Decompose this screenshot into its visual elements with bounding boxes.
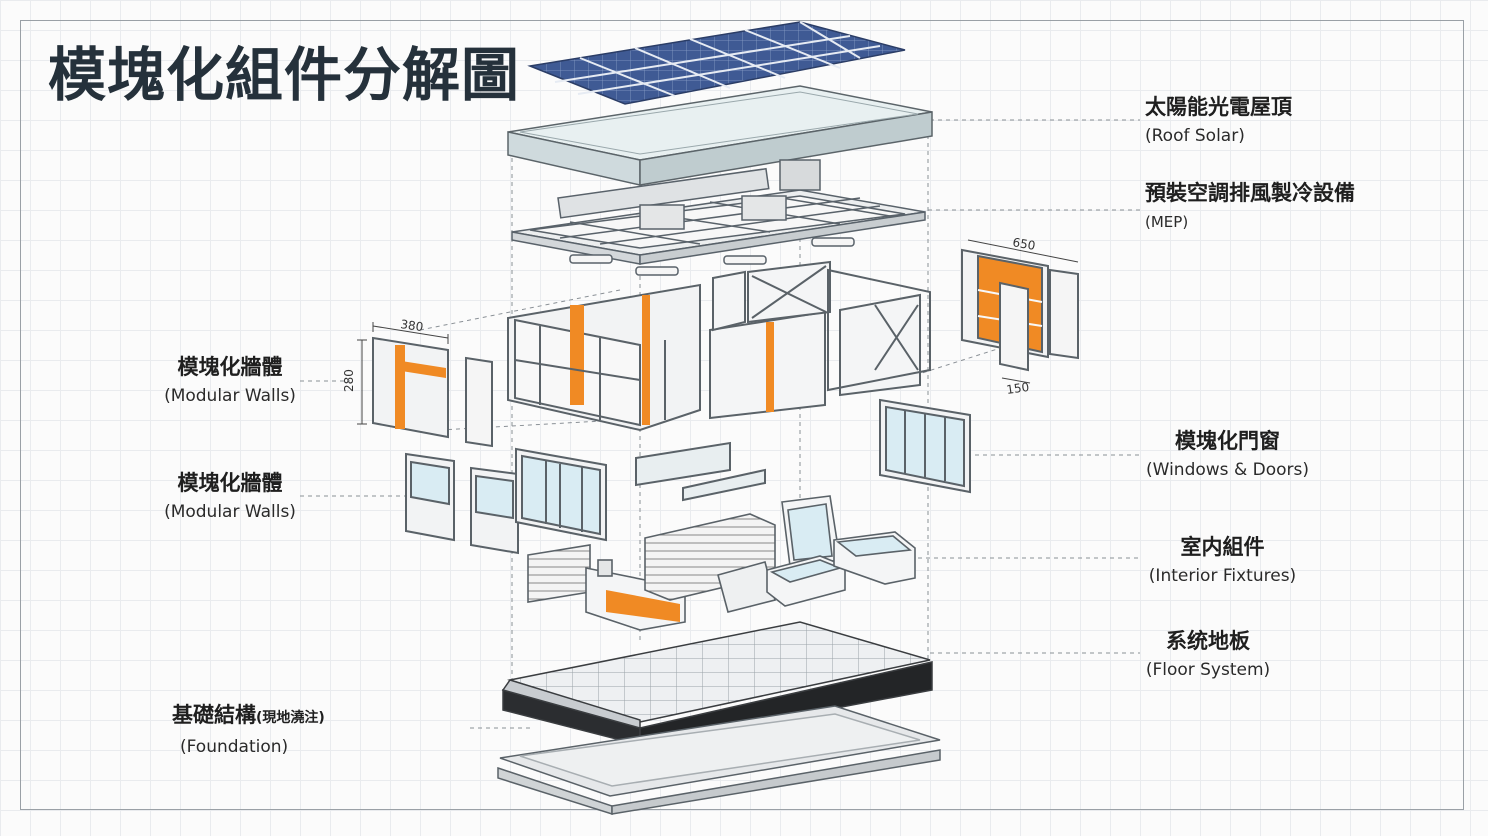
- label-roof-solar-en: (Roof Solar): [1145, 126, 1245, 146]
- label-modular-walls-1-zh: 模塊化牆體: [177, 355, 283, 379]
- label-interior: 室内組件 (Interior Fixtures): [1140, 532, 1305, 590]
- label-mep: 預裝空調排風製冷設備 (MEP): [1145, 178, 1355, 236]
- label-mep-en: (MEP): [1145, 213, 1189, 231]
- label-floor-zh: 系统地板: [1166, 629, 1250, 653]
- label-modular-walls-1-en: (Modular Walls): [164, 386, 296, 406]
- interior-fixtures: [527, 495, 916, 631]
- label-roof-solar: 太陽能光電屋頂 (Roof Solar): [1145, 92, 1292, 150]
- wall-frame-module: [507, 260, 931, 432]
- dim-wall-height: 280: [342, 369, 356, 392]
- dimension-marks: [357, 239, 1079, 425]
- right-door-panels: [961, 248, 1079, 372]
- label-mep-zh: 預裝空調排風製冷設備: [1145, 181, 1355, 205]
- label-foundation-zh: 基礎結構: [172, 703, 256, 727]
- label-foundation-en: (Foundation): [180, 737, 289, 757]
- foundation-slab: [497, 705, 941, 816]
- label-interior-zh: 室内組件: [1180, 535, 1265, 559]
- dim-wall-width: 380: [400, 317, 425, 334]
- label-foundation: 基礎結構(現地澆注) (Foundation): [172, 700, 325, 761]
- mep-frame: [511, 159, 926, 276]
- left-wall-panels: [372, 336, 493, 448]
- label-floor-en: (Floor System): [1145, 660, 1271, 680]
- label-windows-doors-en: (Windows & Doors): [1146, 460, 1309, 480]
- label-modular-walls-2-zh: 模塊化牆體: [177, 471, 283, 495]
- dim-door-depth: 150: [1005, 380, 1030, 397]
- window-door-units: [405, 398, 971, 555]
- label-floor: 系统地板 (Floor System): [1138, 626, 1278, 684]
- label-windows-doors-zh: 模塊化門窗: [1175, 429, 1280, 453]
- page-title: 模塊化組件分解圖: [48, 41, 521, 109]
- label-interior-en: (Interior Fixtures): [1148, 566, 1297, 586]
- label-modular-walls-1: 模塊化牆體 (Modular Walls): [155, 352, 305, 410]
- label-modular-walls-2-en: (Modular Walls): [164, 502, 296, 522]
- label-roof-solar-zh: 太陽能光電屋頂: [1145, 95, 1292, 119]
- label-windows-doors: 模塊化門窗 (Windows & Doors): [1140, 426, 1315, 484]
- label-foundation-note: (現地澆注): [256, 710, 325, 726]
- solar-panels: [527, 21, 906, 105]
- roof-slab: [507, 85, 933, 186]
- dim-door-width: 650: [1011, 235, 1036, 253]
- label-modular-walls-2: 模塊化牆體 (Modular Walls): [155, 468, 305, 526]
